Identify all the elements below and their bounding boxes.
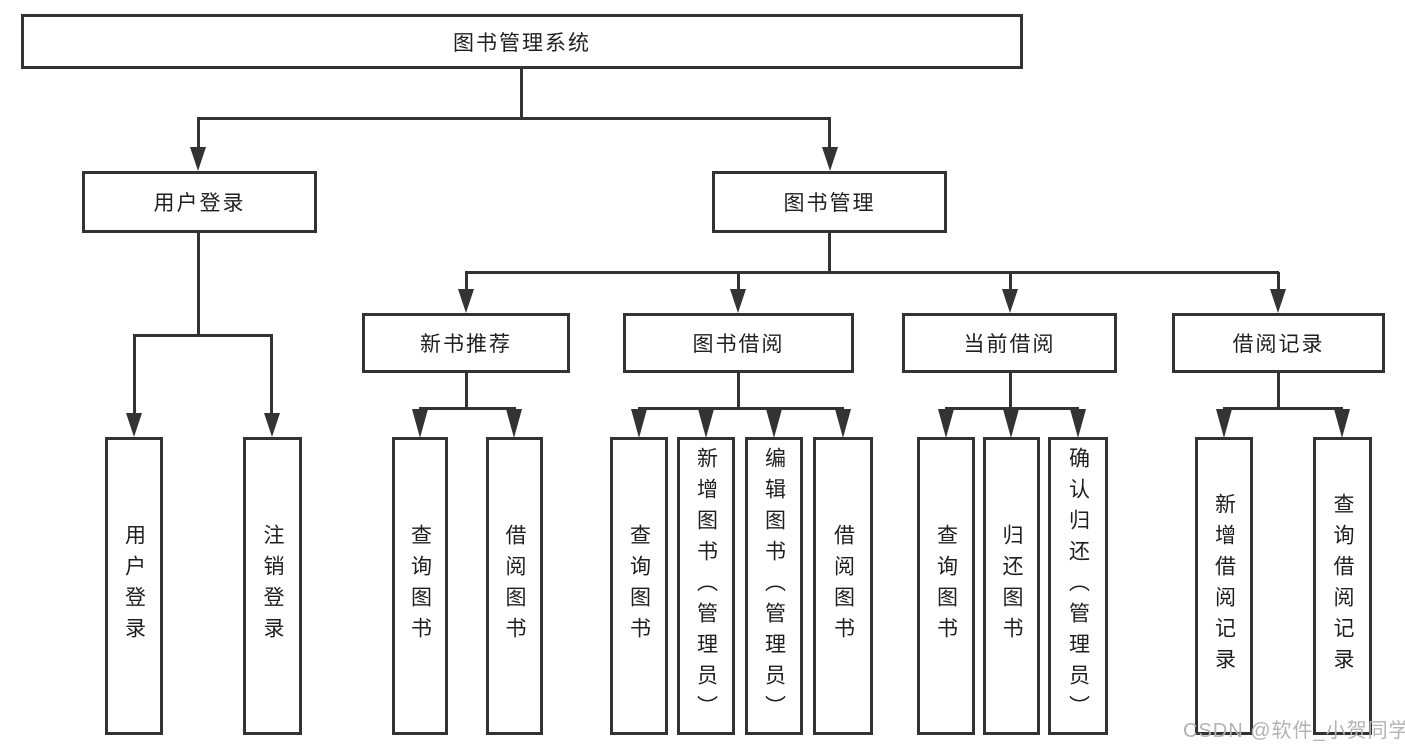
arrow-down-icon — [1270, 289, 1286, 313]
connector-line — [1277, 373, 1280, 410]
arrow-down-icon — [1003, 409, 1019, 438]
node-label: 编辑图书（管理员） — [762, 446, 786, 726]
arrow-down-icon — [698, 409, 714, 438]
connector-line — [828, 118, 831, 150]
connector-line — [465, 271, 1279, 274]
node-current-borrow: 当前借阅 — [902, 313, 1117, 373]
leaf-add-book-admin: 新增图书（管理员） — [677, 437, 735, 735]
leaf-query-book-borrow: 查询图书 — [610, 437, 668, 735]
connector-line — [133, 334, 273, 337]
connector-line — [1009, 373, 1012, 410]
node-label: 图书管理 — [783, 192, 876, 215]
node-label: 借阅图书 — [503, 524, 526, 648]
node-label: 新增图书（管理员） — [694, 446, 718, 726]
connector-line — [737, 373, 740, 410]
leaf-edit-book-admin: 编辑图书（管理员） — [745, 437, 803, 735]
leaf-query-book-recommend: 查询图书 — [392, 437, 448, 735]
connector-line — [828, 233, 831, 274]
connector-line — [1277, 272, 1280, 292]
connector-line — [133, 335, 136, 415]
arrow-down-icon — [458, 289, 474, 313]
node-label: 归还图书 — [1000, 524, 1023, 648]
connector-line — [197, 117, 831, 120]
node-user-login: 用户登录 — [82, 171, 317, 233]
connector-line — [1223, 407, 1343, 410]
connector-line — [197, 233, 200, 337]
connector-line — [465, 272, 468, 292]
arrow-down-icon — [506, 409, 522, 438]
connector-line — [197, 118, 200, 150]
node-label: 借阅记录 — [1232, 333, 1325, 356]
node-borrow-records: 借阅记录 — [1172, 313, 1385, 373]
node-label: 用户登录 — [122, 524, 146, 648]
csdn-watermark: CSDN @软件_小贺同学 — [1183, 720, 1405, 742]
connector-line — [945, 407, 1079, 410]
arrow-down-icon — [1002, 289, 1018, 313]
connector-line — [638, 407, 844, 410]
node-label: 新书推荐 — [420, 333, 512, 356]
node-new-book-recommend: 新书推荐 — [362, 313, 570, 373]
arrow-down-icon — [1216, 409, 1232, 438]
leaf-return-book: 归还图书 — [983, 437, 1040, 735]
arrow-down-icon — [631, 409, 647, 438]
arrow-down-icon — [1334, 409, 1350, 438]
leaf-add-borrow-record: 新增借阅记录 — [1195, 437, 1253, 735]
arrow-down-icon — [835, 409, 851, 438]
arrow-down-icon — [1070, 409, 1086, 438]
connector-line — [520, 69, 523, 120]
node-label: 注销登录 — [261, 524, 284, 648]
arrow-down-icon — [412, 409, 428, 438]
node-label: 用户登录 — [153, 192, 246, 215]
connector-line — [419, 407, 516, 410]
leaf-user-login: 用户登录 — [105, 437, 163, 735]
leaf-query-book-current: 查询图书 — [917, 437, 975, 735]
node-book-management: 图书管理 — [712, 171, 947, 233]
arrow-down-icon — [264, 413, 280, 437]
arrow-down-icon — [190, 147, 206, 171]
node-label: 查询图书 — [627, 524, 651, 648]
leaf-logout: 注销登录 — [243, 437, 302, 735]
node-label: 确认归还（管理员） — [1066, 446, 1090, 726]
node-label: 查询图书 — [408, 524, 432, 648]
arrow-down-icon — [730, 289, 746, 313]
leaf-query-borrow-record: 查询借阅记录 — [1313, 437, 1372, 735]
leaf-borrow-book: 借阅图书 — [813, 437, 873, 735]
arrow-down-icon — [822, 147, 838, 171]
node-label: 新增借阅记录 — [1212, 493, 1236, 679]
connector-line — [737, 272, 740, 292]
node-book-borrow: 图书借阅 — [623, 313, 854, 373]
node-label: 查询图书 — [934, 524, 958, 648]
connector-line — [465, 373, 468, 410]
node-label: 图书借阅 — [692, 333, 785, 356]
node-label: 图书管理系统 — [453, 31, 591, 55]
leaf-confirm-return-admin: 确认归还（管理员） — [1048, 437, 1108, 735]
node-label: 借阅图书 — [831, 524, 855, 648]
arrow-down-icon — [766, 409, 782, 438]
node-label: 查询借阅记录 — [1331, 493, 1354, 679]
arrow-down-icon — [938, 409, 954, 438]
connector-line — [1009, 272, 1012, 292]
arrow-down-icon — [126, 413, 142, 437]
node-root: 图书管理系统 — [21, 14, 1023, 69]
node-label: 当前借阅 — [963, 333, 1056, 356]
connector-line — [270, 335, 273, 415]
leaf-borrow-book-recommend: 借阅图书 — [486, 437, 543, 735]
